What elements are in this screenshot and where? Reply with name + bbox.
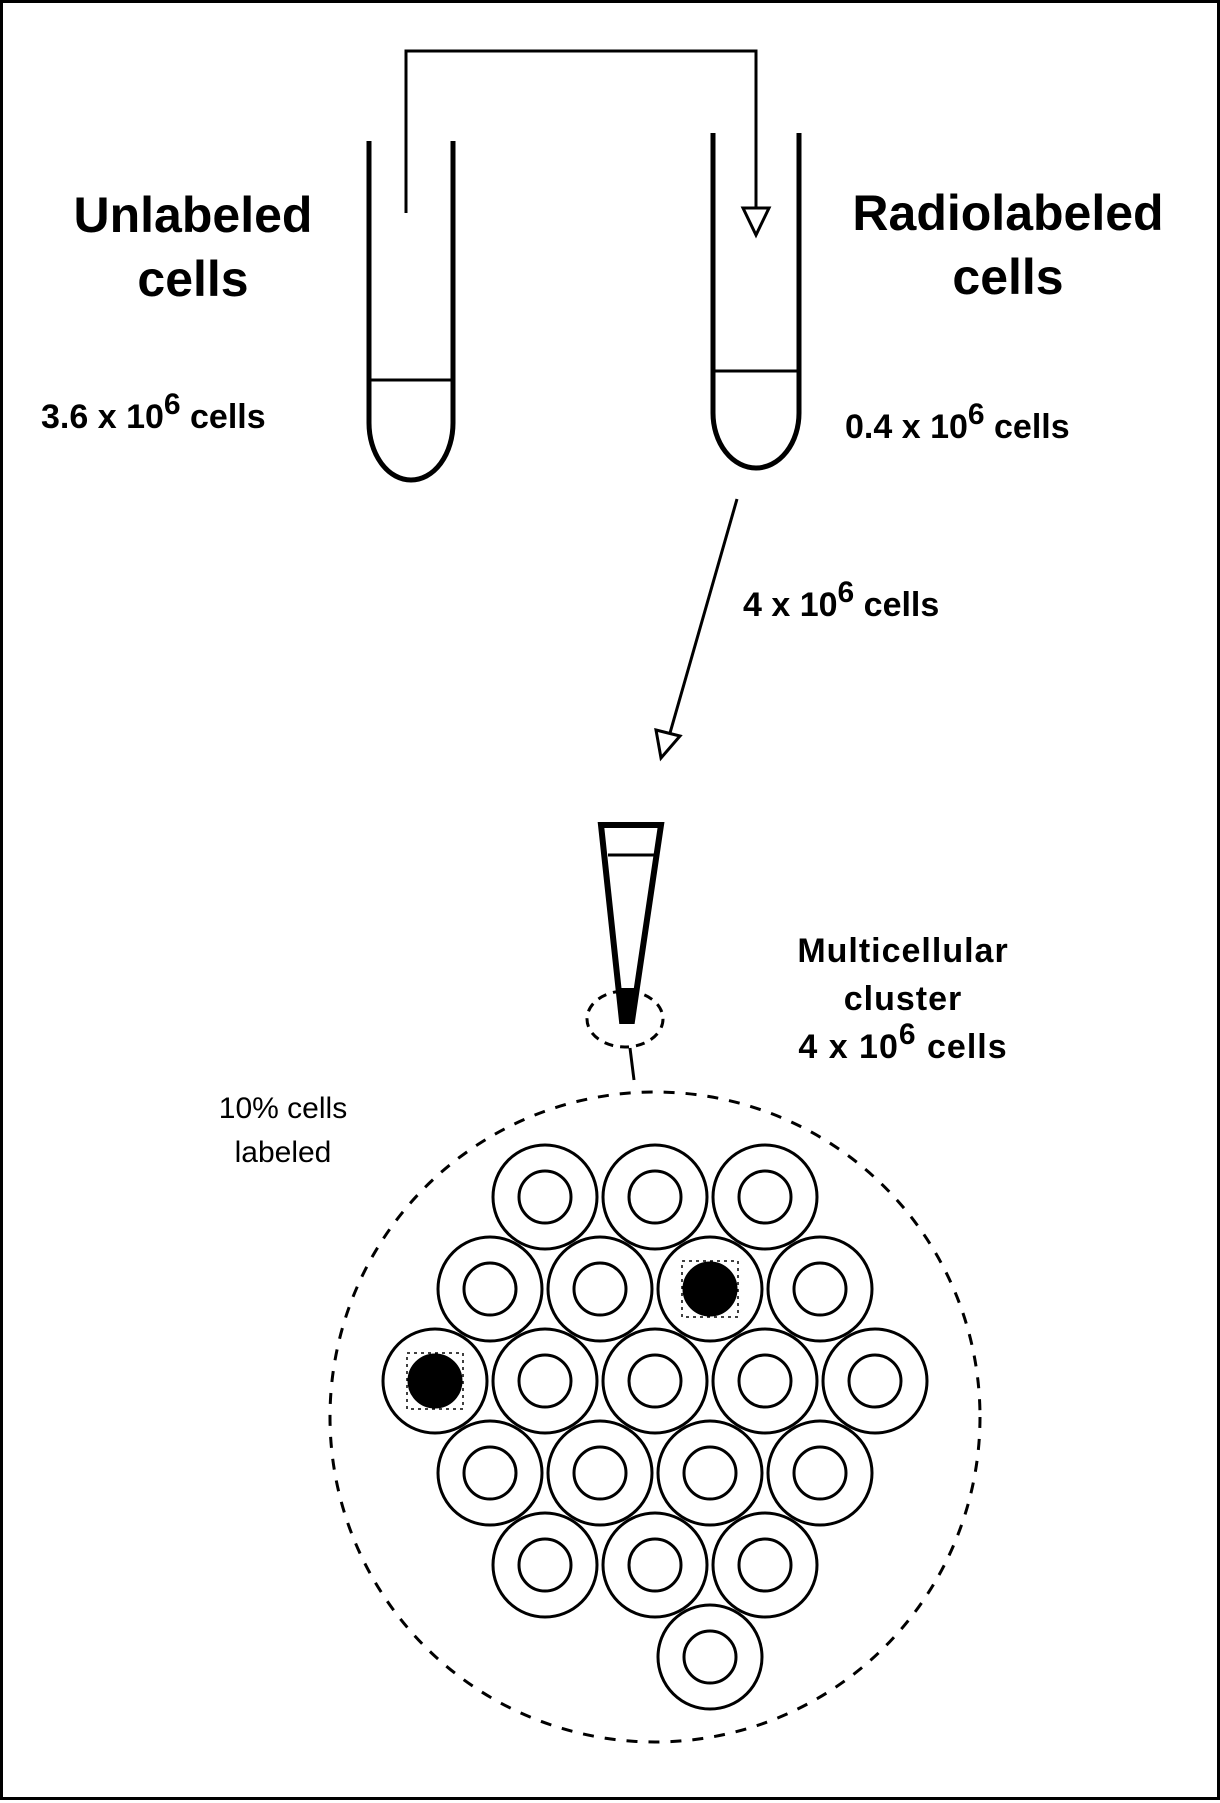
mixing-arrow-line <box>668 498 739 734</box>
cell-nucleus <box>517 1537 573 1593</box>
cell-nucleus <box>737 1169 793 1225</box>
cluster-zoom-outline <box>328 1090 982 1744</box>
unlabeled-count-exponent: 6 <box>163 388 181 421</box>
cell-nucleus <box>792 1445 848 1501</box>
unlabeled-count-unit: cells <box>180 398 266 436</box>
transfer-arrow-head <box>740 206 772 239</box>
cell-nucleus <box>517 1353 573 1409</box>
label-marker <box>681 1260 739 1318</box>
cell-cluster <box>381 1143 929 1711</box>
mixing-arrow-head <box>654 727 683 762</box>
transfer-cell-count: 4 x 106 cells <box>743 578 940 627</box>
unlabeled-cell-count: 3.6 x 106 cells <box>41 390 266 439</box>
cluster-title-line2: cluster <box>843 980 963 1018</box>
unlabeled-tube <box>366 141 456 483</box>
cell-nucleus <box>462 1261 518 1317</box>
unlabeled-count-prefix: 3.6 x 10 <box>41 398 164 436</box>
radiolabeled-count-prefix: 0.4 x 10 <box>845 408 968 446</box>
cell-nucleus <box>627 1353 683 1409</box>
cell-nucleus <box>462 1445 518 1501</box>
radiolabeled-title-line2: cells <box>952 249 1064 305</box>
radiolabeled-tube <box>710 133 802 471</box>
transfer-count-unit: cells <box>854 586 940 624</box>
cluster-count-prefix: 4 x 10 <box>798 1028 899 1066</box>
cell-nucleus <box>737 1353 793 1409</box>
cluster-count-unit: cells <box>916 1028 1008 1066</box>
cell-pellet <box>619 988 635 1021</box>
transfer-count-prefix: 4 x 10 <box>743 586 838 624</box>
radiolabeled-nucleus <box>407 1353 463 1409</box>
unlabeled-title-line2: cells <box>137 251 249 307</box>
cell-nucleus <box>627 1537 683 1593</box>
cluster-title: Multicellular cluster 4 x 106 cells <box>753 927 1053 1071</box>
radiolabeled-count-exponent: 6 <box>967 398 985 431</box>
zoom-connector <box>628 1047 636 1081</box>
cell-nucleus <box>627 1169 683 1225</box>
radiolabeled-title: Radiolabeled cells <box>828 181 1188 309</box>
cell-mixing-diagram <box>328 49 982 1744</box>
cell-nucleus <box>572 1445 628 1501</box>
pellet-zoom-circle <box>585 989 665 1049</box>
cell-nucleus <box>737 1537 793 1593</box>
radiolabeled-nucleus <box>682 1261 738 1317</box>
transfer-arrow-line <box>404 49 758 213</box>
radiolabeled-cell-count: 0.4 x 106 cells <box>845 400 1070 449</box>
labeled-percentage-line2: labeled <box>234 1136 332 1169</box>
cluster-title-line1: Multicellular <box>797 932 1009 970</box>
labeled-percentage-line1: 10% cells <box>218 1092 348 1125</box>
cell-nucleus <box>792 1261 848 1317</box>
cell-nucleus <box>572 1261 628 1317</box>
radiolabeled-count-unit: cells <box>984 408 1070 446</box>
cell-nucleus <box>847 1353 903 1409</box>
label-marker <box>406 1352 464 1410</box>
unlabeled-title-line1: Unlabeled <box>73 187 313 243</box>
cell-nucleus <box>682 1445 738 1501</box>
transfer-count-exponent: 6 <box>837 576 855 609</box>
unlabeled-title: Unlabeled cells <box>48 183 338 311</box>
cell-nucleus <box>517 1169 573 1225</box>
cell-nucleus <box>682 1629 738 1685</box>
radiolabeled-title-line1: Radiolabeled <box>852 185 1164 241</box>
labeled-percentage: 10% cells labeled <box>163 1087 403 1175</box>
cluster-count-exponent: 6 <box>898 1018 917 1051</box>
